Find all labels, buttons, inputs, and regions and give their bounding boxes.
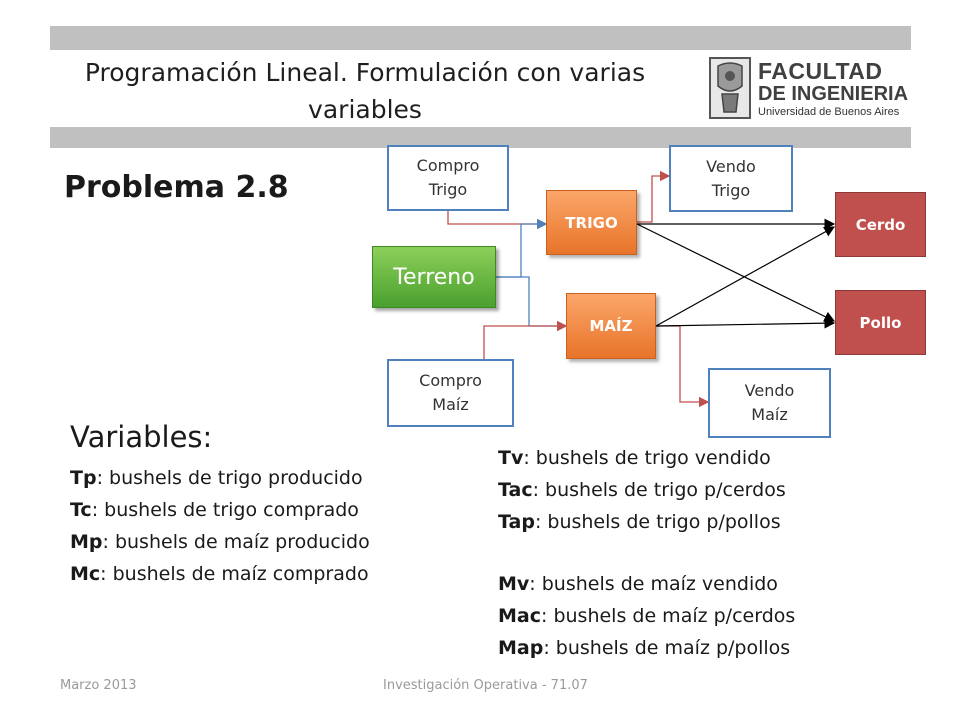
connector-compro-trigo <box>447 211 548 230</box>
variable-desc: : bushels de trigo producido <box>96 467 363 489</box>
node-cerdo: Cerdo <box>835 192 926 257</box>
footer-date: Marzo 2013 <box>60 678 137 693</box>
variable-desc: : bushels de trigo comprado <box>91 499 359 521</box>
variable-item: Tc: bushels de trigo comprado <box>70 494 370 526</box>
connector-trigo-vendo <box>637 170 671 223</box>
box-compro-maiz-line2: Maíz <box>432 395 469 414</box>
variable-item: Map: bushels de maíz p/pollos <box>498 632 795 664</box>
variable-item: Tv: bushels de trigo vendido <box>498 442 786 474</box>
variables-list-left: Tp: bushels de trigo producido Tc: bushe… <box>70 462 370 590</box>
variable-name: Tac <box>498 479 533 501</box>
slide-title: Programación Lineal. Formulación con var… <box>84 58 646 124</box>
logo-line-2: DE INGENIERIA <box>758 83 909 105</box>
variable-item: Mv: bushels de maíz vendido <box>498 568 795 600</box>
box-compro-maiz: Compro Maíz <box>387 359 514 427</box>
problem-title: Problema 2.8 <box>64 170 289 205</box>
box-vendo-maiz: Vendo Maíz <box>708 368 831 438</box>
variable-desc: : bushels de trigo p/cerdos <box>532 479 786 501</box>
variable-item: Tap: bushels de trigo p/pollos <box>498 506 786 538</box>
box-compro-trigo-line2: Trigo <box>428 180 468 199</box>
node-pollo: Pollo <box>835 290 926 355</box>
box-vendo-maiz-line1: Vendo <box>744 381 795 400</box>
logo-line-3: Universidad de Buenos Aires <box>758 106 900 118</box>
connector-maiz-vendo <box>656 325 710 408</box>
footer-course: Investigación Operativa - 71.07 <box>383 678 588 693</box>
variables-list-maiz: Mv: bushels de maíz vendido Mac: bushels… <box>498 568 795 664</box>
variable-name: Tap <box>498 511 535 533</box>
variable-item: Mc: bushels de maíz comprado <box>70 558 370 590</box>
box-vendo-maiz-line2: Maíz <box>751 405 788 424</box>
variable-name: Tp <box>70 467 97 489</box>
box-vendo-trigo-line2: Trigo <box>711 180 751 200</box>
logo-line-1: FACULTAD <box>758 58 883 84</box>
variable-name: Mc <box>70 563 101 585</box>
variable-item: Tp: bushels de trigo producido <box>70 462 370 494</box>
node-maiz: MAÍZ <box>566 293 656 359</box>
connector-terreno-maiz <box>496 276 568 332</box>
faculty-logo: FACULTAD DE INGENIERIA Universidad de Bu… <box>708 56 908 122</box>
connector-terreno-trigo <box>496 218 548 278</box>
header-bar-bottom <box>50 127 911 148</box>
variable-desc: : bushels de maíz vendido <box>529 573 778 595</box>
box-compro-maiz-line1: Compro <box>419 371 482 390</box>
header-bar-top <box>50 26 911 50</box>
connector-trigo-pollo <box>636 223 836 322</box>
variable-item: Mp: bushels de maíz producido <box>70 526 370 558</box>
variables-list-trigo: Tv: bushels de trigo vendido Tac: bushel… <box>498 442 786 538</box>
node-terreno: Terreno <box>372 246 496 308</box>
variable-name: Mv <box>498 573 530 595</box>
box-compro-trigo: Compro Trigo <box>387 145 509 211</box>
variable-desc: : bushels de trigo p/pollos <box>534 511 781 533</box>
node-trigo: TRIGO <box>546 190 637 255</box>
connector-maiz-cerdo <box>655 226 836 327</box>
variable-desc: : bushels de maíz comprado <box>100 563 369 585</box>
variable-desc: : bushels de trigo vendido <box>523 447 771 469</box>
variable-item: Tac: bushels de trigo p/cerdos <box>498 474 786 506</box>
variable-desc: : bushels de maíz producido <box>102 531 370 553</box>
variable-name: Tv <box>498 447 524 469</box>
variable-desc: : bushels de maíz p/cerdos <box>541 605 796 627</box>
connector-maiz-pollo <box>655 317 836 329</box>
variable-name: Map <box>498 637 544 659</box>
box-vendo-trigo: Vendo Trigo <box>669 145 793 212</box>
variable-desc: : bushels de maíz p/pollos <box>543 637 791 659</box>
connector-compro-maiz <box>483 320 568 359</box>
variable-name: Mp <box>70 531 103 553</box>
box-compro-trigo-line1: Compro <box>416 156 480 175</box>
variable-name: Mac <box>498 605 541 627</box>
variables-heading: Variables: <box>70 420 213 454</box>
variable-name: Tc <box>70 499 92 521</box>
box-vendo-trigo-line1: Vendo <box>706 156 756 176</box>
variable-item: Mac: bushels de maíz p/cerdos <box>498 600 795 632</box>
faculty-crest-icon <box>709 57 751 119</box>
